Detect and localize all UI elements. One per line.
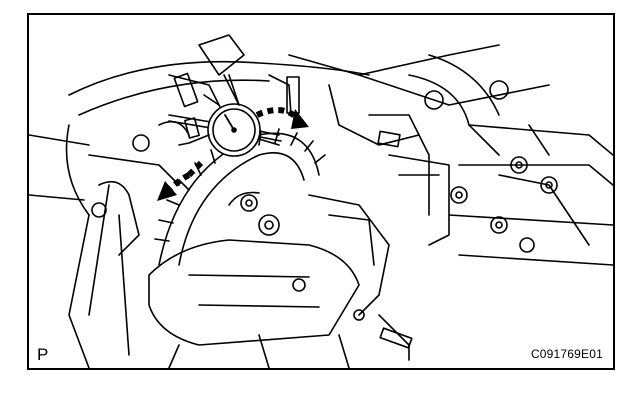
view-letter-label: P <box>37 345 49 364</box>
figure-code-label: C091769E01 <box>530 347 603 361</box>
differential-carrier-icon <box>29 34 613 368</box>
differential-illustration <box>29 34 613 368</box>
ring-gear-icon <box>148 128 413 368</box>
rotation-arrow-head <box>157 109 309 201</box>
figure-frame: P C091769E01 <box>27 13 615 370</box>
dial-indicator-icon <box>168 74 282 157</box>
